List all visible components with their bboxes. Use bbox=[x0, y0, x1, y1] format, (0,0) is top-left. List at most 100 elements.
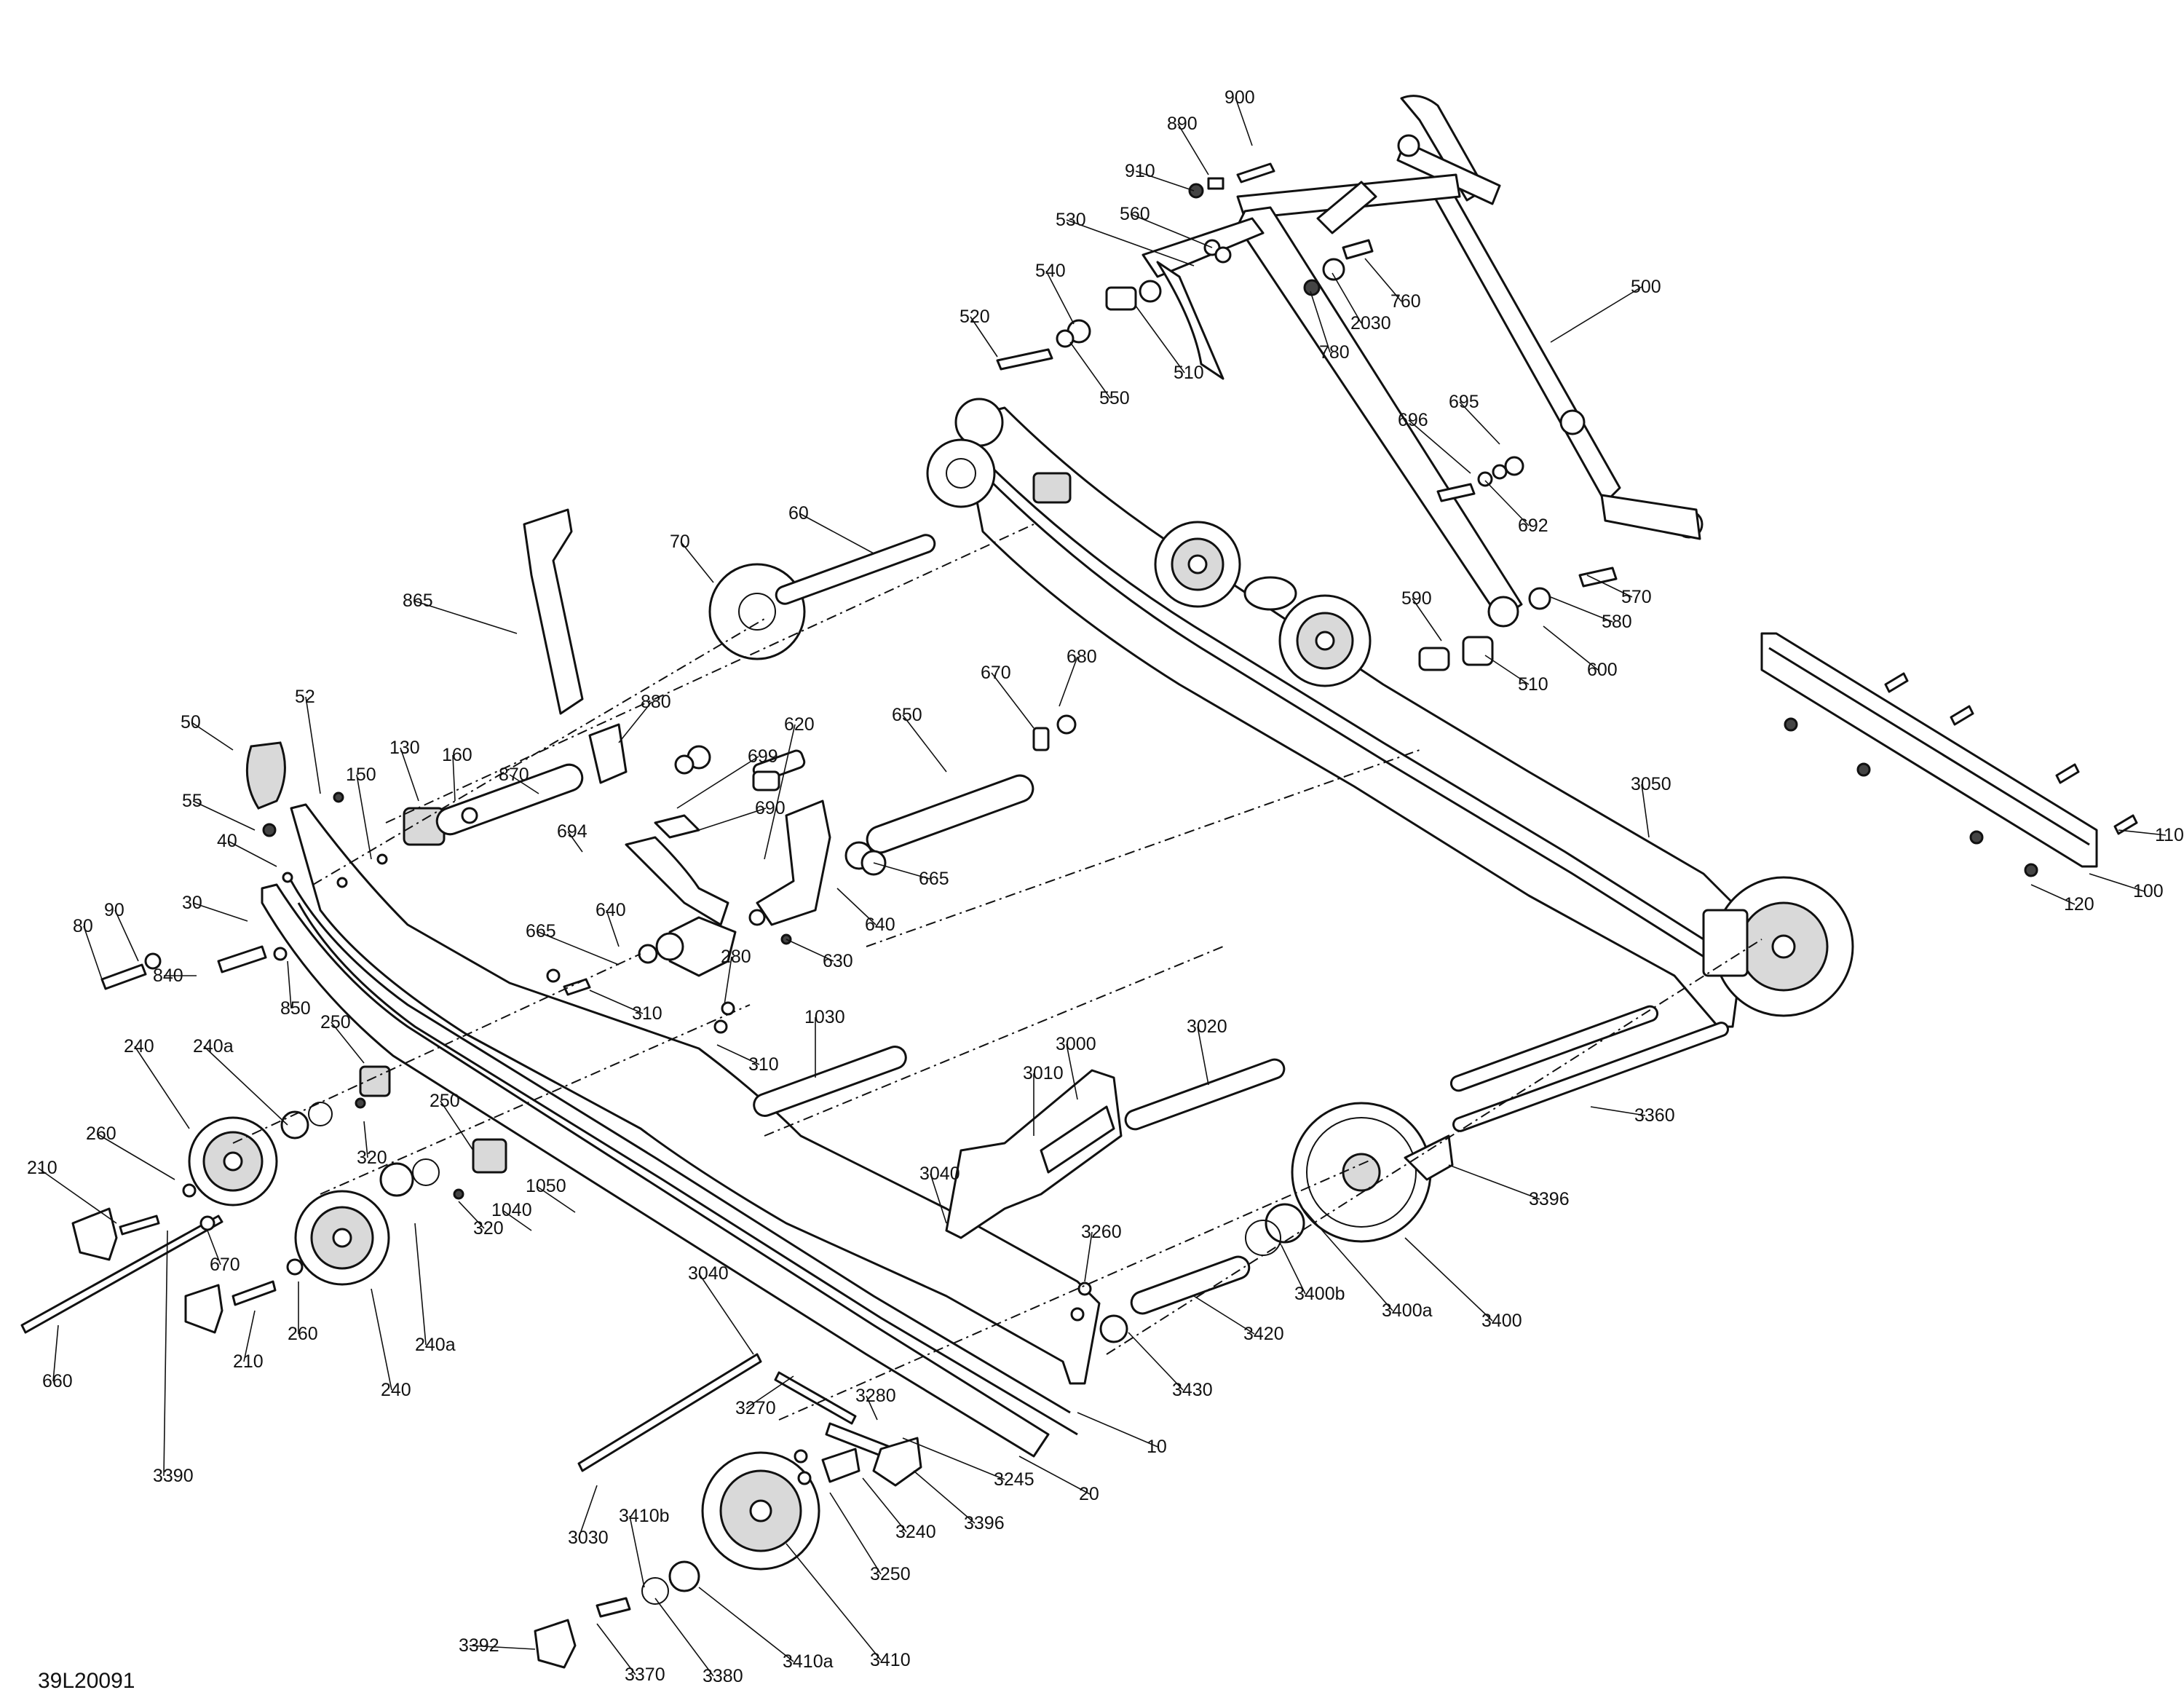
leader-line-3050 bbox=[1641, 783, 1650, 838]
leader-line-240a bbox=[134, 1046, 190, 1129]
leader-line-120 bbox=[2030, 884, 2076, 905]
leader-line-665a bbox=[873, 862, 930, 880]
leader-line-70 bbox=[680, 541, 714, 583]
rear-wheels bbox=[534, 1022, 1729, 1669]
callout-240b: 240 bbox=[381, 1380, 411, 1400]
leader-line-510a bbox=[1135, 305, 1185, 374]
leader-line-3400b bbox=[1281, 1244, 1306, 1295]
callout-890: 890 bbox=[1167, 114, 1198, 134]
leader-line-150 bbox=[356, 774, 372, 860]
leader-line-570 bbox=[1586, 574, 1633, 598]
leader-line-3396a bbox=[1448, 1164, 1540, 1200]
callout-694: 694 bbox=[557, 821, 587, 842]
callout-80: 80 bbox=[73, 916, 93, 936]
leader-line-890 bbox=[1177, 123, 1209, 175]
leader-line-880 bbox=[618, 701, 652, 743]
leader-line-50 bbox=[191, 722, 234, 751]
callout-3410: 3410 bbox=[870, 1650, 911, 1670]
leader-line-2030 bbox=[1332, 272, 1362, 324]
leader-line-695 bbox=[1459, 401, 1500, 445]
leader-line-210a bbox=[37, 1167, 117, 1224]
callout-20: 20 bbox=[1079, 1484, 1099, 1504]
leader-line-640a bbox=[836, 888, 877, 925]
callout-560: 560 bbox=[1120, 204, 1150, 224]
leader-line-3400a bbox=[1302, 1208, 1393, 1311]
callout-900: 900 bbox=[1224, 87, 1255, 108]
callout-100: 100 bbox=[2133, 881, 2164, 901]
leader-line-3410 bbox=[786, 1543, 882, 1661]
callout-52: 52 bbox=[295, 687, 315, 707]
callout-310b: 310 bbox=[748, 1054, 779, 1075]
rear-arm-500 bbox=[1142, 95, 1704, 628]
leader-line-3390 bbox=[163, 1230, 168, 1477]
callout-3400a: 3400a bbox=[1382, 1300, 1433, 1321]
callout-240a: 240 bbox=[124, 1036, 154, 1057]
leader-line-865 bbox=[413, 600, 518, 634]
callout-550: 550 bbox=[1099, 388, 1130, 408]
callout-3050: 3050 bbox=[1631, 774, 1671, 794]
leader-line-110 bbox=[2118, 829, 2167, 836]
leader-line-910 bbox=[1135, 170, 1195, 191]
leader-line-3396b bbox=[913, 1470, 976, 1524]
callout-3270: 3270 bbox=[735, 1398, 776, 1418]
leader-line-30 bbox=[192, 902, 248, 922]
callout-3396a: 3396 bbox=[1529, 1189, 1570, 1209]
leader-line-694 bbox=[567, 831, 583, 853]
callout-570: 570 bbox=[1621, 587, 1652, 607]
callout-640a: 640 bbox=[865, 915, 895, 935]
callout-630: 630 bbox=[823, 951, 853, 971]
callout-3400: 3400 bbox=[1481, 1311, 1522, 1331]
leader-line-670b bbox=[207, 1230, 221, 1265]
leader-line-3270 bbox=[745, 1375, 794, 1409]
callout-3410a: 3410a bbox=[783, 1651, 834, 1672]
callout-210b: 210 bbox=[233, 1351, 264, 1372]
leader-line-900 bbox=[1235, 97, 1253, 146]
leader-line-320b bbox=[458, 1201, 485, 1229]
callout-60: 60 bbox=[788, 503, 809, 524]
callout-3420: 3420 bbox=[1243, 1324, 1284, 1344]
callout-650: 650 bbox=[892, 705, 922, 725]
leader-line-3250 bbox=[829, 1492, 882, 1575]
callout-660: 660 bbox=[42, 1371, 73, 1391]
callout-260b: 260 bbox=[288, 1324, 318, 1344]
callout-260a: 260 bbox=[86, 1123, 116, 1144]
leader-line-100 bbox=[2089, 873, 2145, 892]
leader-line-1050 bbox=[536, 1185, 576, 1213]
leader-line-600 bbox=[1543, 625, 1599, 671]
leader-line-52 bbox=[305, 696, 321, 794]
leader-line-500 bbox=[1550, 286, 1642, 343]
leader-line-20 bbox=[1018, 1456, 1091, 1495]
leader-line-260a bbox=[96, 1133, 175, 1180]
leader-line-250b bbox=[440, 1100, 474, 1151]
callout-3396b: 3396 bbox=[964, 1513, 1005, 1533]
leader-line-3260 bbox=[1084, 1231, 1093, 1282]
leader-line-3392 bbox=[469, 1645, 536, 1650]
document-code: 39L20091 bbox=[38, 1669, 135, 1693]
callout-590: 590 bbox=[1401, 588, 1432, 609]
leader-line-580 bbox=[1550, 596, 1613, 623]
callout-692: 692 bbox=[1518, 516, 1548, 536]
callout-90: 90 bbox=[104, 900, 124, 920]
callout-320b: 320 bbox=[473, 1218, 504, 1239]
callout-910: 910 bbox=[1125, 161, 1155, 181]
callout-250b: 250 bbox=[430, 1091, 460, 1111]
leader-line-699 bbox=[676, 756, 759, 809]
leader-line-540 bbox=[1045, 270, 1075, 325]
front-bogie-wheels bbox=[20, 1065, 507, 1334]
callout-2030: 2030 bbox=[1350, 313, 1391, 333]
leader-line-3000 bbox=[1066, 1043, 1078, 1100]
callout-10: 10 bbox=[1147, 1437, 1167, 1457]
callout-840: 840 bbox=[153, 965, 183, 986]
callout-620: 620 bbox=[784, 714, 815, 735]
callout-labels: 9008909105605305405205505107602030780500… bbox=[27, 87, 2184, 1686]
callout-3280: 3280 bbox=[855, 1386, 896, 1406]
callout-1050: 1050 bbox=[526, 1176, 566, 1196]
leader-line-3280 bbox=[866, 1395, 878, 1421]
callout-670b: 670 bbox=[210, 1255, 240, 1275]
callout-1040: 1040 bbox=[491, 1200, 532, 1220]
callout-3392: 3392 bbox=[459, 1635, 499, 1656]
leader-line-670a bbox=[991, 672, 1034, 729]
leader-line-870 bbox=[509, 774, 539, 794]
leader-line-240b bbox=[371, 1288, 392, 1391]
